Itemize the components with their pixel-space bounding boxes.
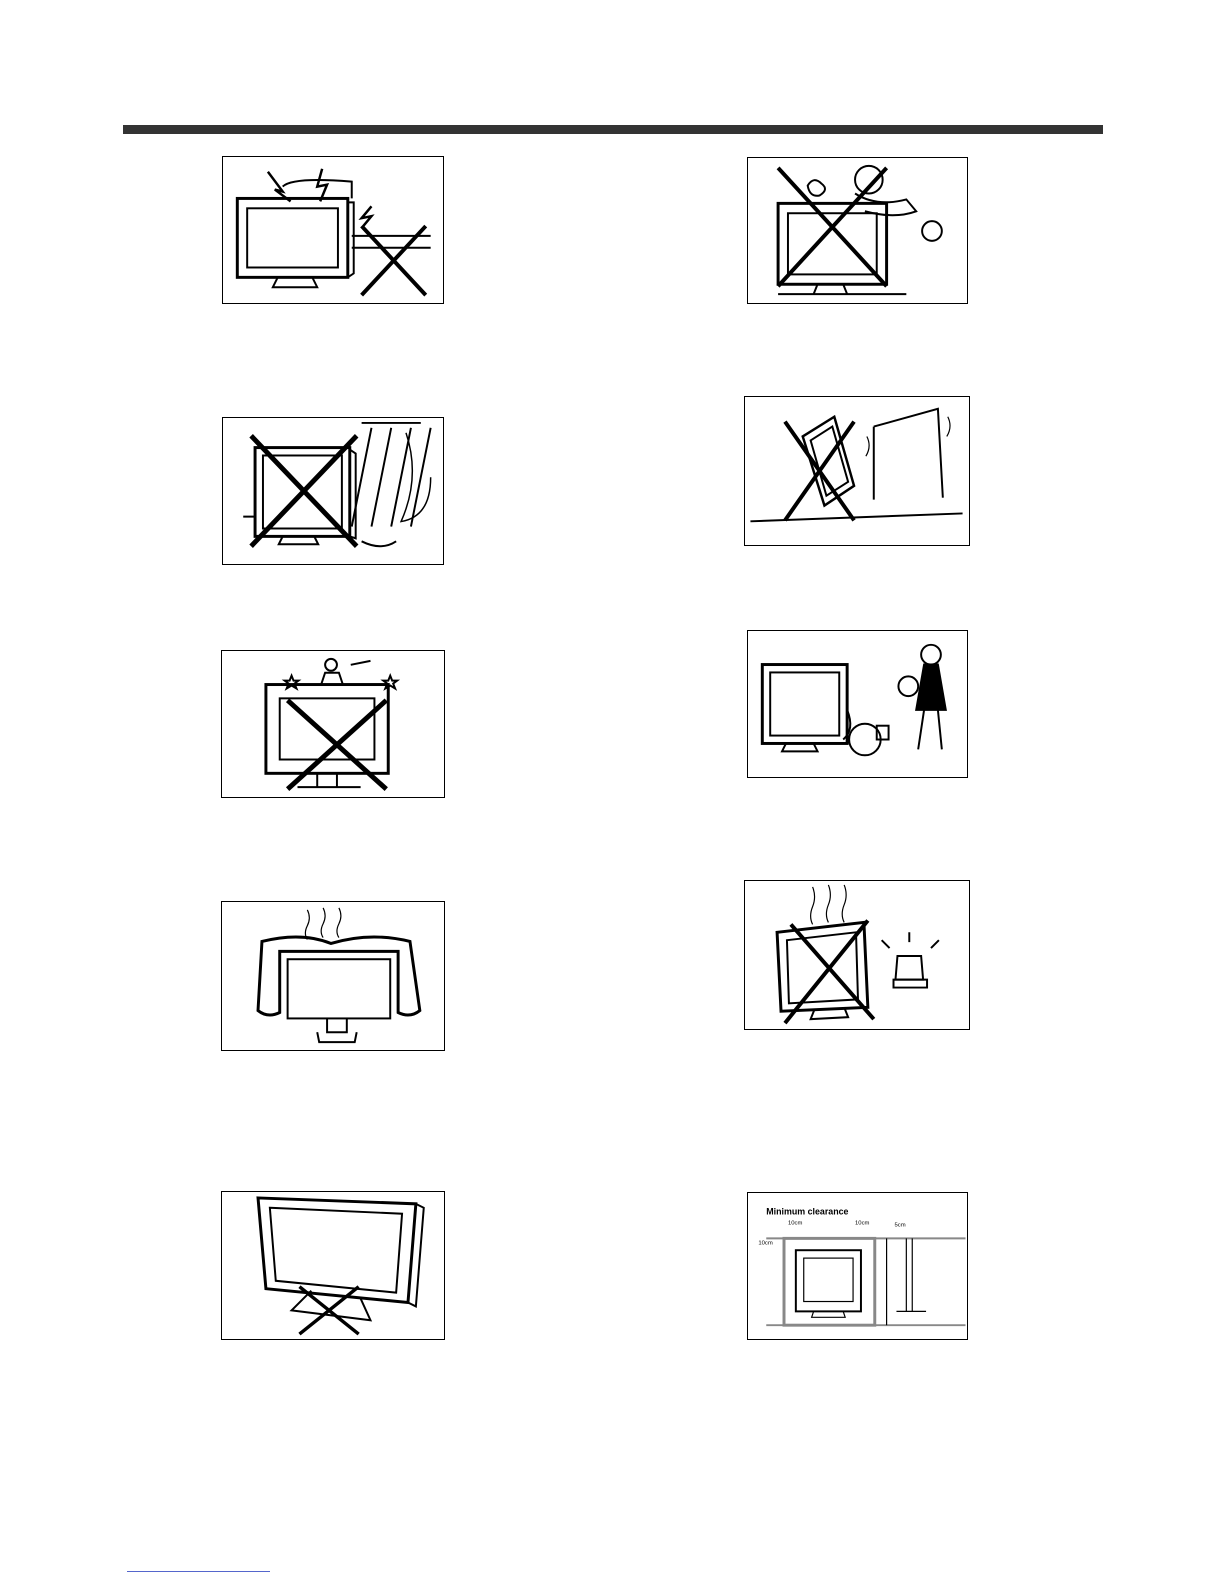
heat-source-warning-icon: [744, 880, 970, 1030]
covered-ventilation-warning-icon: [221, 901, 445, 1051]
minimum-clearance-diagram-icon: Minimum clearance 10cm 10cm 10cm 5cm: [747, 1192, 968, 1340]
header-rule: [123, 125, 1103, 134]
clearance-label-top: 10cm: [758, 1240, 773, 1246]
unplug-power-cord-icon: [747, 630, 968, 778]
footer-link-underline: [127, 1571, 270, 1572]
unstable-placement-warning-icon: [744, 396, 970, 546]
clearance-label-left: 10cm: [788, 1221, 803, 1227]
clearance-label-rear: 5cm: [894, 1223, 905, 1229]
object-on-tv-warning-icon: [221, 650, 445, 798]
stand-placement-warning-icon: [221, 1191, 445, 1340]
clearance-label-right: 10cm: [855, 1221, 870, 1227]
clearance-title: Minimum clearance: [766, 1207, 848, 1217]
rain-moisture-warning-icon: [222, 417, 444, 565]
lightning-storm-warning-icon: [222, 156, 444, 304]
child-climbing-tv-warning-icon: [747, 157, 968, 304]
